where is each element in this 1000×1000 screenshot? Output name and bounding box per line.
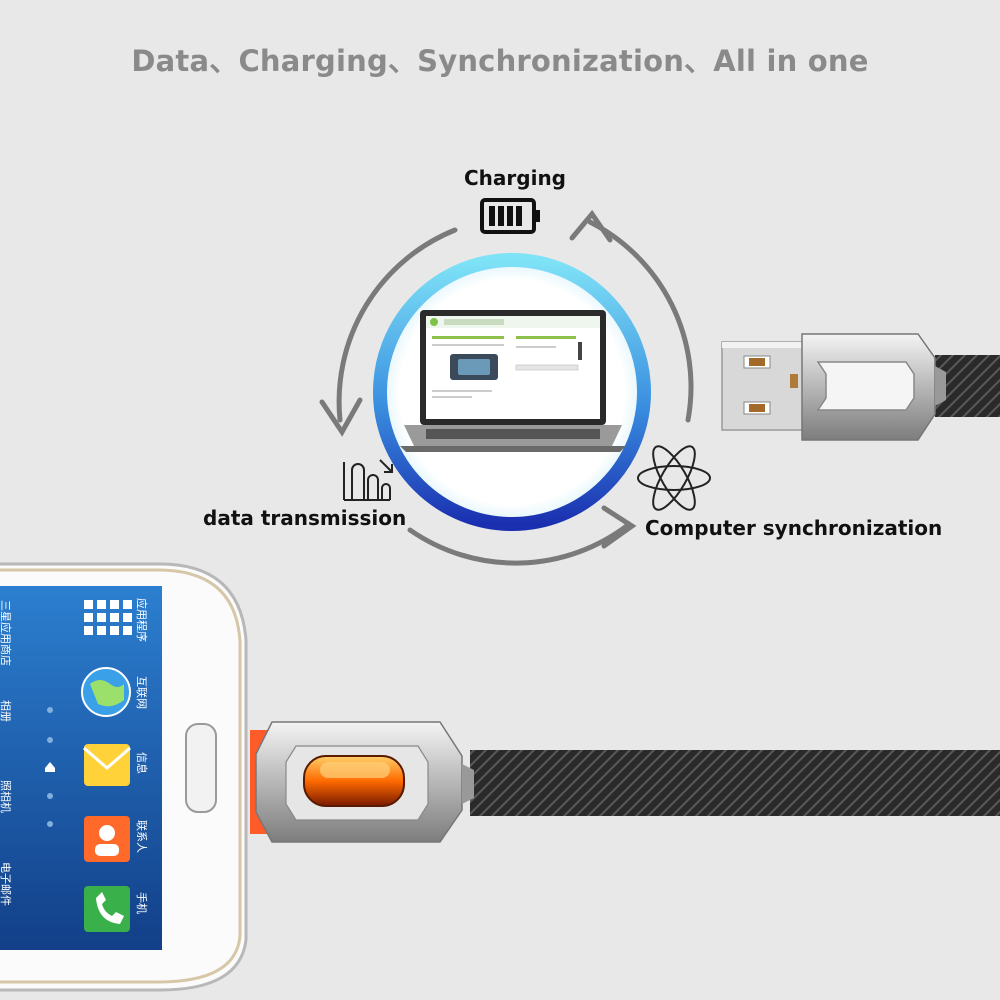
contacts-icon[interactable] bbox=[84, 816, 130, 862]
headline: Data、Charging、Synchronization、All in one bbox=[131, 44, 869, 78]
app-label-phone: 手机 bbox=[135, 892, 148, 914]
app-label-messages: 信息 bbox=[135, 752, 148, 774]
arrow-bottom-head bbox=[601, 505, 637, 549]
left-label-camera: 照相机 bbox=[0, 780, 12, 813]
computer-sync-label: Computer synchronization bbox=[645, 516, 943, 540]
globe-icon[interactable] bbox=[81, 667, 131, 717]
left-label-gallery: 相册 bbox=[0, 700, 12, 722]
laptop-icon bbox=[400, 310, 626, 452]
arrow-top-right bbox=[587, 219, 694, 423]
cycle-arrows bbox=[319, 209, 694, 566]
left-label-email: 电子邮件 bbox=[0, 862, 12, 906]
home-button[interactable] bbox=[185, 723, 217, 813]
phone bbox=[0, 562, 248, 992]
left-label-store: 三星应用商店 bbox=[0, 600, 12, 666]
arrow-bottom bbox=[407, 522, 631, 566]
usb-a-connector bbox=[721, 333, 1000, 441]
charging-label: Charging bbox=[464, 166, 567, 190]
micro-usb-connector bbox=[250, 721, 1000, 843]
app-grid-icon[interactable] bbox=[84, 600, 132, 635]
data-transmission-label: data transmission bbox=[203, 506, 407, 530]
arrow-top-right-head bbox=[569, 209, 613, 243]
phone-screen bbox=[0, 586, 162, 950]
arrow-top-left-head bbox=[319, 397, 363, 437]
app-label-contacts: 联系人 bbox=[135, 820, 148, 853]
message-envelope-icon[interactable] bbox=[83, 744, 131, 786]
atom-icon bbox=[637, 445, 711, 511]
app-label-apps: 应用程序 bbox=[135, 598, 148, 642]
data-transmission-icon bbox=[343, 459, 393, 501]
battery-icon bbox=[480, 198, 540, 234]
arrow-top-left bbox=[336, 227, 458, 423]
app-label-internet: 互联网 bbox=[135, 676, 148, 709]
phone-handset-icon[interactable] bbox=[84, 886, 130, 932]
page-indicator bbox=[45, 707, 55, 827]
